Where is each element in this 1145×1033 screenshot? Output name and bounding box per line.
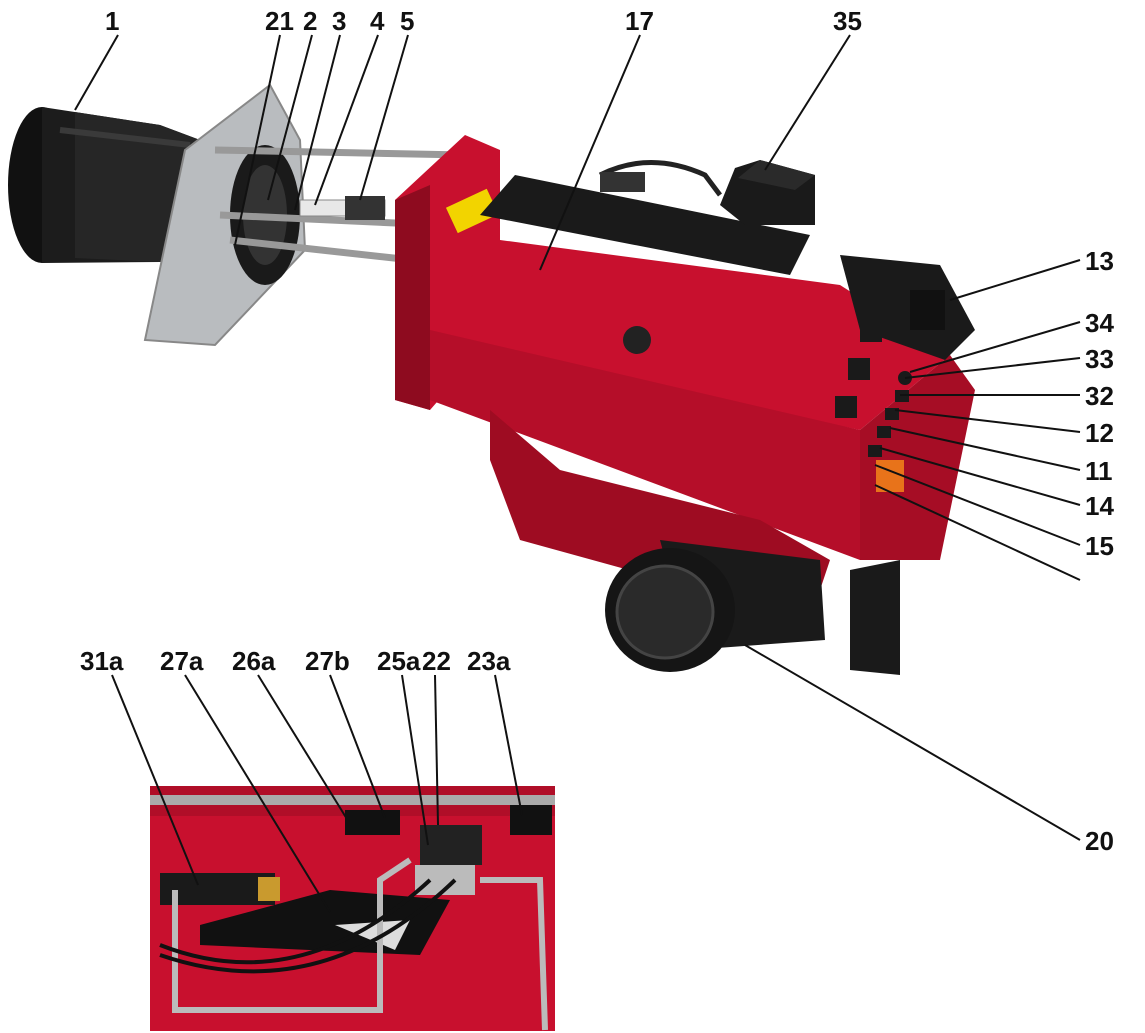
label-14: 14 bbox=[1085, 491, 1114, 521]
display-window bbox=[910, 290, 945, 330]
label-33: 33 bbox=[1085, 344, 1114, 374]
label-3: 3 bbox=[332, 6, 347, 36]
label-11: 11 bbox=[1085, 456, 1113, 486]
inset-photo bbox=[150, 786, 555, 1031]
control-face bbox=[860, 355, 975, 560]
housing-front bbox=[430, 330, 860, 560]
leader-lines bbox=[74, 34, 1081, 913]
label-15: 15 bbox=[1085, 531, 1114, 561]
label-25a: 25a bbox=[377, 646, 421, 676]
nozzle-assembly bbox=[299, 196, 386, 220]
label-27b: 27b bbox=[305, 646, 350, 676]
label-26a: 26a bbox=[232, 646, 276, 676]
label-31a: 31a bbox=[80, 646, 124, 676]
label-17: 17 bbox=[625, 6, 654, 36]
label-21: 21 bbox=[265, 6, 294, 36]
housing-plug bbox=[623, 326, 651, 354]
ignition-box bbox=[720, 160, 815, 225]
top-panel bbox=[480, 175, 810, 275]
label-12: 12 bbox=[1085, 418, 1114, 448]
label-35: 35 bbox=[833, 6, 862, 36]
label-23a: 23a bbox=[467, 646, 511, 676]
motor bbox=[605, 540, 825, 672]
solenoid bbox=[600, 172, 645, 192]
label-32: 32 bbox=[1085, 381, 1114, 411]
label-1: 1 bbox=[105, 6, 120, 36]
blast-tube bbox=[8, 107, 200, 263]
label-4: 4 bbox=[370, 6, 385, 36]
housing-top bbox=[430, 240, 950, 430]
label-5: 5 bbox=[400, 6, 415, 36]
label-27a: 27a bbox=[160, 646, 204, 676]
side-bracket bbox=[850, 560, 900, 675]
label-13: 13 bbox=[1085, 246, 1114, 276]
warning-sticker bbox=[445, 188, 499, 234]
cable bbox=[598, 160, 722, 197]
label-2: 2 bbox=[303, 6, 318, 36]
label-34: 34 bbox=[1085, 308, 1114, 338]
label-20: 20 bbox=[1085, 826, 1114, 856]
label-22: 22 bbox=[422, 646, 451, 676]
